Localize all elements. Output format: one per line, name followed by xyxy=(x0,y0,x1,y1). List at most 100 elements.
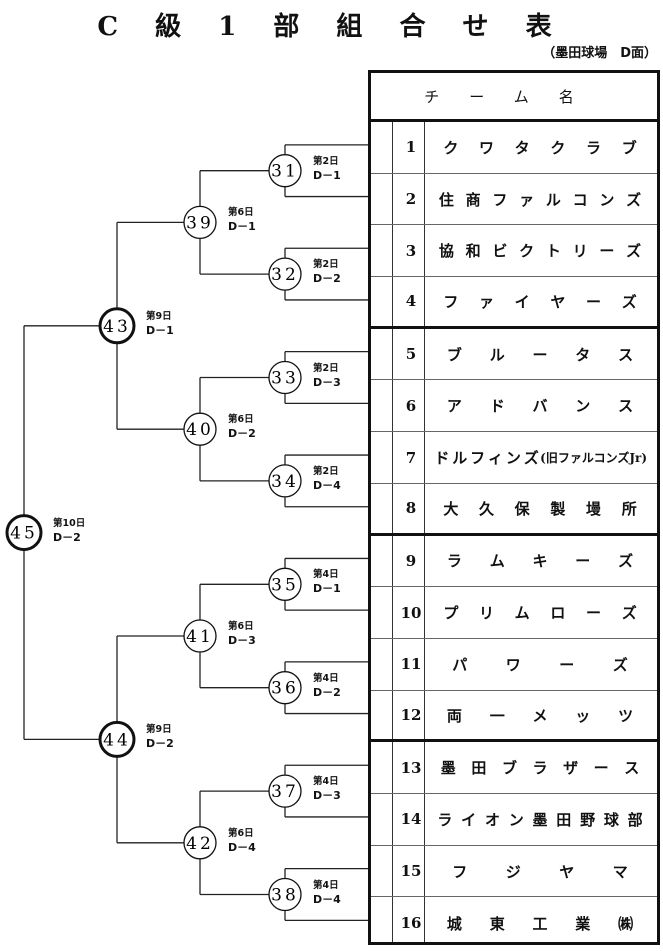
game-circle xyxy=(183,826,217,860)
team-name: ブルータス xyxy=(446,345,634,364)
game-day: 第2日 xyxy=(313,259,339,271)
game-slot: D－3 xyxy=(228,634,256,647)
team-number: 1 xyxy=(405,138,417,157)
team-row: 13 墨田ブラザース xyxy=(371,742,657,795)
game-number: 41 xyxy=(186,627,214,647)
team-number: 2 xyxy=(405,190,417,209)
game-slot: D－4 xyxy=(313,478,341,492)
game-slot: D－2 xyxy=(53,530,81,544)
game-circle xyxy=(183,412,217,446)
game-number: 44 xyxy=(103,730,131,750)
game-number: 33 xyxy=(271,369,299,389)
team-row: 16 城東工業㈱ xyxy=(371,898,657,950)
game-slot: D－4 xyxy=(313,892,341,906)
game-day: 第4日 xyxy=(313,879,339,891)
team-number: 5 xyxy=(405,345,417,364)
team-name: 協和ビクトリーズ xyxy=(438,242,642,261)
game-number: 35 xyxy=(271,575,299,595)
game-slot: D－1 xyxy=(228,220,256,234)
team-name: パワーズ xyxy=(452,655,628,674)
page-title: C 級 1 部 組 合 せ 表 xyxy=(97,12,566,42)
game-circle xyxy=(5,514,43,552)
game-day: 第2日 xyxy=(313,155,339,167)
team-name: ファイヤーズ xyxy=(443,292,637,311)
game-day: 第10日 xyxy=(53,517,86,529)
game-circle xyxy=(268,360,302,395)
game-slot: D－2 xyxy=(313,272,341,286)
team-name: 墨田ブラザース xyxy=(440,759,640,778)
game-day: 第9日 xyxy=(146,724,172,736)
game-circle xyxy=(183,619,217,653)
game-slot: D－1 xyxy=(146,323,174,337)
venue-label: （墨田球場 D面） xyxy=(542,46,657,61)
game-number: 39 xyxy=(186,213,214,233)
game-day: 第4日 xyxy=(313,672,339,684)
game-day: 第6日 xyxy=(228,621,254,632)
team-number: 8 xyxy=(405,499,417,518)
team-name: 両一メッツ xyxy=(446,706,634,725)
team-row: 10 プリムローズ xyxy=(371,587,657,639)
team-number: 14 xyxy=(400,810,422,829)
team-row: 12 両一メッツ xyxy=(371,691,657,743)
team-row: 3 協和ビクトリーズ xyxy=(371,225,657,278)
game-slot: D－1 xyxy=(313,582,341,596)
game-day: 第6日 xyxy=(228,827,254,839)
team-name: 城東工業㈱ xyxy=(446,914,634,933)
game-circle xyxy=(268,567,302,601)
team-number: 13 xyxy=(400,758,422,777)
team-number: 3 xyxy=(405,241,417,260)
team-name: クワタクラブ xyxy=(443,138,637,157)
game-day: 第6日 xyxy=(228,414,254,426)
team-row: 2 住商ファルコンズ xyxy=(371,174,657,226)
game-slot: D－1 xyxy=(313,168,341,182)
team-row: 6 アドバンス xyxy=(371,381,657,433)
game-day: 第2日 xyxy=(313,362,339,374)
game-number: 31 xyxy=(271,162,299,182)
team-row: 5 ブルータス xyxy=(371,329,657,381)
game-circle xyxy=(268,671,302,705)
game-slot: D－2 xyxy=(146,737,174,751)
column-divider xyxy=(392,122,393,942)
team-row: 1 クワタクラブ xyxy=(371,122,657,174)
game-day: 第4日 xyxy=(313,776,339,788)
team-number: 12 xyxy=(400,706,422,725)
game-day: 第4日 xyxy=(313,569,339,581)
team-number: 11 xyxy=(400,655,422,674)
team-number: 16 xyxy=(400,914,422,933)
game-circle xyxy=(268,154,302,188)
team-name: アドバンス xyxy=(446,397,634,416)
game-slot: D－3 xyxy=(313,375,341,389)
team-name: プリムローズ xyxy=(443,604,637,623)
game-circle xyxy=(268,257,302,291)
game-number: 40 xyxy=(186,420,214,440)
column-divider xyxy=(424,122,425,942)
team-number: 9 xyxy=(405,551,417,570)
team-name: フジヤマ xyxy=(452,862,628,881)
game-circle xyxy=(183,205,217,240)
game-number: 36 xyxy=(271,679,299,699)
game-number: 32 xyxy=(271,265,299,285)
game-number: 34 xyxy=(271,472,299,492)
game-number: 45 xyxy=(10,524,38,544)
team-number: 6 xyxy=(405,396,417,415)
team-row: 11 パワーズ xyxy=(371,639,657,691)
team-number: 4 xyxy=(405,292,417,311)
team-number: 10 xyxy=(400,603,422,622)
team-name: 住商ファルコンズ xyxy=(438,190,642,209)
team-number: 7 xyxy=(405,448,417,467)
